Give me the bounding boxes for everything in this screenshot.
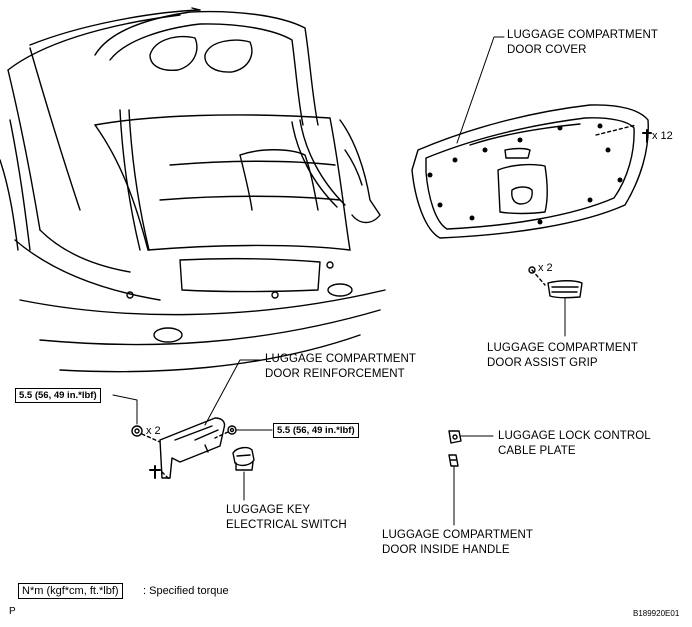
label-key-switch: LUGGAGE KEY ELECTRICAL SWITCH	[226, 503, 347, 533]
torque-spec-right: 5.5 (56, 49 in.*lbf)	[273, 423, 359, 438]
label-assist-grip-line2: DOOR ASSIST GRIP	[487, 357, 598, 369]
clip-quantity: x 12	[652, 130, 673, 142]
label-door-cover-line1: LUGGAGE COMPARTMENT	[507, 29, 658, 41]
legend-unit-box: N*m (kgf*cm, ft.*lbf)	[18, 583, 123, 599]
torque-spec-left: 5.5 (56, 49 in.*lbf)	[15, 388, 101, 403]
label-lock-cable-plate: LUGGAGE LOCK CONTROL CABLE PLATE	[498, 429, 651, 459]
door-cover-clip-holes	[427, 123, 623, 225]
legend-description: : Specified torque	[143, 585, 229, 597]
label-assist-grip: LUGGAGE COMPARTMENT DOOR ASSIST GRIP	[487, 341, 638, 371]
label-key-switch-line2: ELECTRICAL SWITCH	[226, 519, 347, 531]
label-key-switch-line1: LUGGAGE KEY	[226, 504, 311, 516]
label-lock-cable-plate-line2: CABLE PLATE	[498, 445, 576, 457]
label-door-cover: LUGGAGE COMPARTMENT DOOR COVER	[507, 28, 658, 58]
label-reinforcement: LUGGAGE COMPARTMENT DOOR REINFORCEMENT	[265, 352, 416, 382]
assist-grip-screw-icon	[528, 266, 546, 286]
assist-grip-screw-quantity: x 2	[538, 262, 553, 274]
label-reinforcement-line1: LUGGAGE COMPARTMENT	[265, 353, 416, 365]
cable-plate-illustration	[448, 430, 462, 444]
reinforcement-illustration	[159, 417, 226, 479]
label-inside-handle-line1: LUGGAGE COMPARTMENT	[382, 529, 533, 541]
reinforcement-nut-icon	[131, 425, 161, 443]
label-assist-grip-line1: LUGGAGE COMPARTMENT	[487, 342, 638, 354]
reinforcement-nut-right-icon	[214, 425, 237, 439]
door-cover-illustration	[411, 104, 649, 239]
key-switch-illustration	[232, 446, 255, 471]
label-lock-cable-plate-line1: LUGGAGE LOCK CONTROL	[498, 430, 651, 442]
inside-handle-illustration	[448, 454, 459, 467]
vehicle-rear-illustration	[0, 7, 386, 373]
clip-leader-dash	[595, 124, 637, 136]
label-inside-handle-line2: DOOR INSIDE HANDLE	[382, 544, 510, 556]
leader-lines	[112, 36, 566, 526]
clip-icon	[642, 129, 652, 143]
reinforcement-bolt-icon	[149, 465, 171, 481]
reinforcement-nut-quantity: x 2	[146, 425, 161, 437]
corner-mark-left: P	[9, 606, 16, 617]
label-inside-handle: LUGGAGE COMPARTMENT DOOR INSIDE HANDLE	[382, 528, 533, 558]
assist-grip-illustration	[547, 280, 583, 299]
label-reinforcement-line2: DOOR REINFORCEMENT	[265, 368, 405, 380]
label-door-cover-line2: DOOR COVER	[507, 44, 587, 56]
figure-id: B189920E01	[633, 609, 680, 618]
